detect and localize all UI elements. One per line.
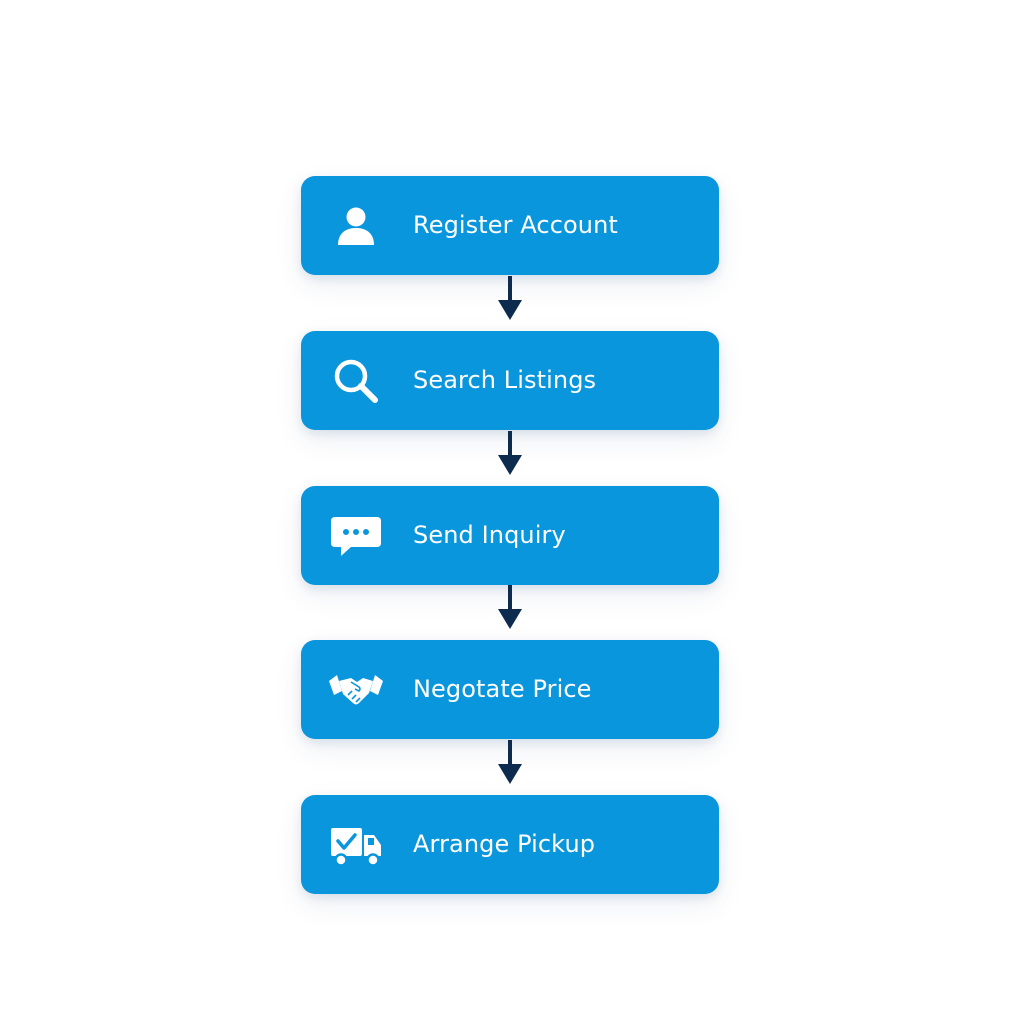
handshake-icon — [329, 663, 383, 717]
delivery-truck-icon — [329, 818, 383, 872]
step-search-listings: Search Listings — [301, 331, 719, 430]
arrow-down-icon — [496, 276, 524, 322]
arrow-down-icon — [496, 740, 524, 786]
step-label: Arrange Pickup — [413, 830, 596, 858]
step-negotiate-price: Negotate Price — [301, 640, 719, 739]
step-arrange-pickup: Arrange Pickup — [301, 795, 719, 894]
step-label: Register Account — [413, 211, 618, 239]
search-icon — [329, 354, 383, 408]
step-label: Send Inquiry — [413, 521, 566, 549]
arrow-down-icon — [496, 431, 524, 477]
user-icon — [329, 199, 383, 253]
chat-bubble-icon — [329, 509, 383, 563]
step-send-inquiry: Send Inquiry — [301, 486, 719, 585]
step-register-account: Register Account — [301, 176, 719, 275]
step-label: Search Listings — [413, 366, 597, 394]
step-label: Negotate Price — [413, 675, 592, 703]
arrow-down-icon — [496, 585, 524, 631]
